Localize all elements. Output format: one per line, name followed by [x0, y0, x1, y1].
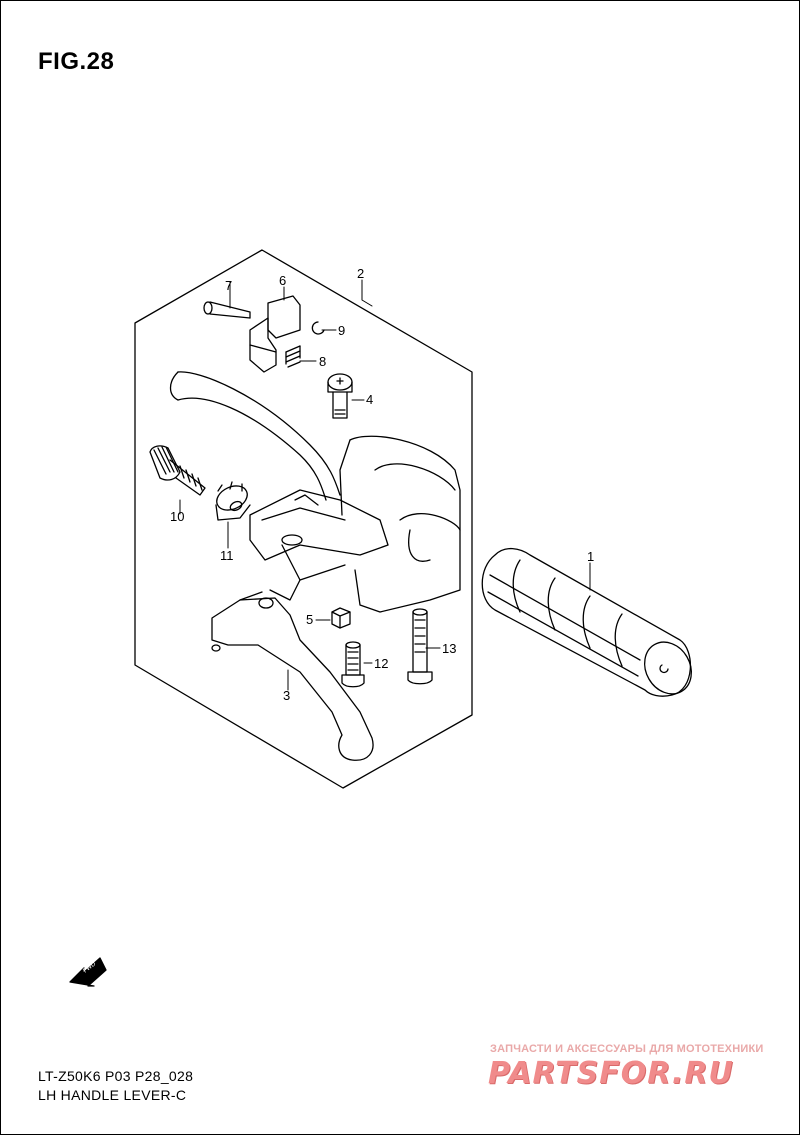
- lever-holder-part: [249, 435, 461, 613]
- clutch-cable: [169, 371, 341, 501]
- clutch-lever-part: [211, 591, 374, 761]
- cable-adjuster-part: [149, 445, 206, 496]
- callout-7: 7: [225, 278, 232, 293]
- switch-block-part: [249, 295, 301, 373]
- callout-4: 4: [366, 392, 373, 407]
- leader-lines: [179, 279, 591, 691]
- locknut-part: [215, 481, 251, 521]
- long-bolt-part: [407, 608, 433, 685]
- short-bolt-part: [341, 641, 365, 688]
- circlip-part: [311, 321, 325, 335]
- callout-8: 8: [319, 354, 326, 369]
- callout-1: 1: [587, 549, 594, 564]
- watermark-logo: PARTSFOR.RU: [488, 1056, 734, 1091]
- pin-part: [203, 301, 251, 319]
- callout-13: 13: [442, 641, 456, 656]
- callout-2: 2: [357, 266, 364, 281]
- nut-part: [331, 607, 351, 629]
- diagram-code: LT-Z50K6 P03 P28_028: [38, 1068, 194, 1084]
- assembly-outline: [134, 249, 473, 789]
- pivot-bolt-part: [327, 373, 353, 419]
- spring-part: [285, 345, 301, 368]
- callout-10: 10: [170, 509, 184, 524]
- callout-5: 5: [306, 612, 313, 627]
- callout-12: 12: [374, 656, 388, 671]
- callout-6: 6: [279, 273, 286, 288]
- callout-9: 9: [338, 323, 345, 338]
- handle-grip-part: [481, 547, 693, 697]
- figure-title: FIG.28: [38, 48, 115, 75]
- watermark-tagline: ЗАПЧАСТИ И АКСЕССУАРЫ ДЛЯ МОТОТЕХНИКИ: [490, 1043, 764, 1055]
- assembly-name: LH HANDLE LEVER-C: [38, 1087, 187, 1103]
- callout-3: 3: [283, 688, 290, 703]
- callout-11: 11: [220, 548, 234, 563]
- fwd-arrow-icon: [69, 957, 107, 987]
